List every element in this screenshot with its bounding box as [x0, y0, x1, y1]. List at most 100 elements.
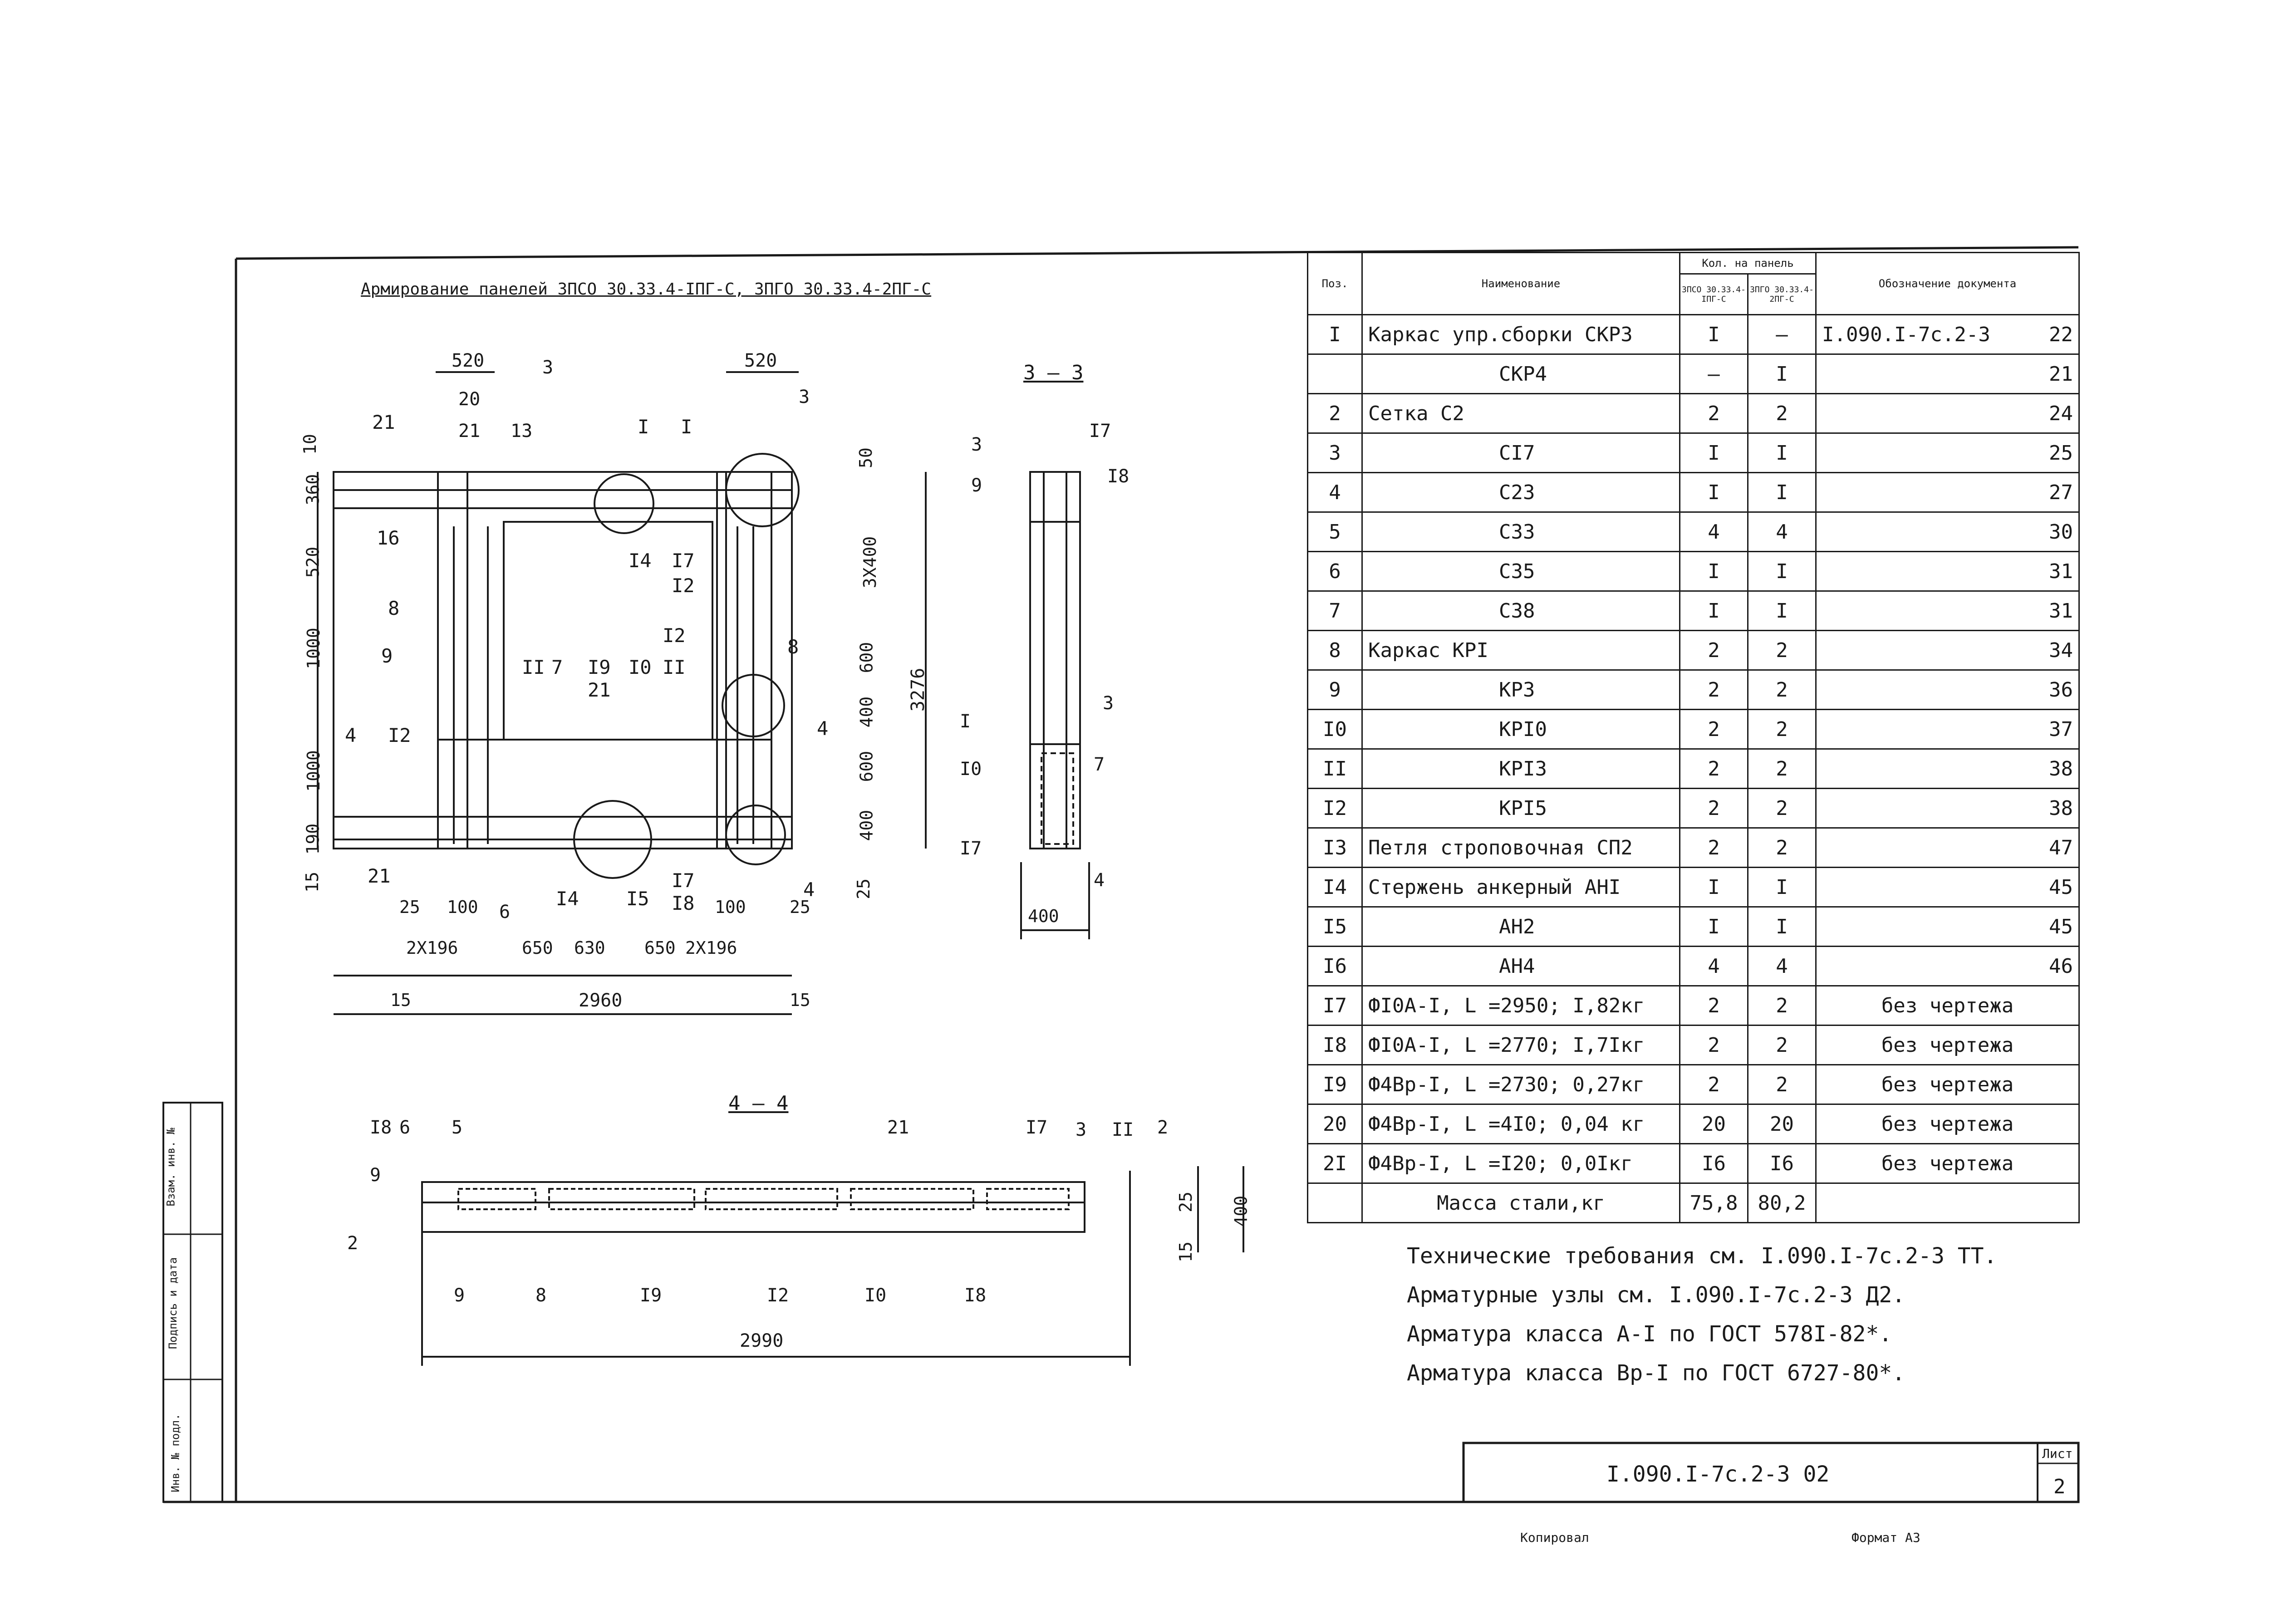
dim-overall-width: 2960	[579, 990, 623, 1011]
spec-qty2: 20	[1747, 1104, 1817, 1144]
callout: 20	[458, 389, 481, 410]
spec-name: КРI0	[1361, 709, 1680, 750]
spec-name: С23	[1361, 472, 1680, 513]
dim-right-50: 50	[855, 447, 876, 468]
dim-bottom-25-right: 25	[790, 897, 810, 917]
spec-qty1: –	[1679, 353, 1748, 394]
spec-doc-page: 31	[2049, 559, 2073, 583]
spec-qty1: I	[1679, 432, 1748, 473]
note-4: Арматура класса Вр-I по ГОСТ 6727-80*.	[1407, 1360, 1906, 1386]
spec-pos: 3	[1307, 432, 1363, 473]
spec-name: С35	[1361, 551, 1680, 592]
spec-qty1: I	[1679, 590, 1748, 631]
callout: 8	[535, 1285, 547, 1306]
spec-doc-page: 38	[2049, 796, 2073, 820]
spec-pos: 4	[1307, 472, 1363, 513]
callout: 3	[1076, 1119, 1087, 1140]
dim-top-520-left: 520	[452, 350, 485, 371]
spec-name: С38	[1361, 590, 1680, 631]
spec-doc: 25	[1815, 432, 2080, 473]
callout: 21	[372, 411, 395, 433]
spec-name: Ф4Вр-I, L =4I0; 0,04 кг	[1361, 1104, 1680, 1144]
spec-doc: без чертежа	[1815, 1104, 2080, 1144]
callout: 4	[345, 724, 357, 746]
total-row: Масса стали,кг 75,8 80,2	[1307, 1182, 2080, 1223]
callout: I7	[672, 869, 695, 892]
callout: I0	[864, 1285, 887, 1306]
spec-doc: 34	[1815, 630, 2080, 671]
dim-sec44-400: 400	[1231, 1195, 1251, 1227]
callout: 8	[787, 636, 799, 658]
spec-doc-code: без чертежа	[1881, 1152, 2014, 1175]
spec-qty2: 4	[1747, 511, 1817, 552]
callout: I	[638, 416, 649, 438]
dim-bottom-25-left: 25	[399, 897, 420, 917]
callout: II	[522, 656, 545, 678]
spec-name: КР3	[1361, 669, 1680, 710]
callout: 16	[377, 527, 400, 549]
spec-qty2: 2	[1747, 827, 1817, 868]
spec-doc: 45	[1815, 867, 2080, 908]
spec-qty2: I	[1747, 867, 1817, 908]
col-doc: Обозначение документа	[1815, 252, 2080, 315]
spec-qty1: I	[1679, 906, 1748, 947]
spec-qty1: I6	[1679, 1143, 1748, 1184]
callout: 3	[971, 434, 982, 455]
footer-copied: Копировал	[1520, 1530, 1589, 1545]
spec-pos: I9	[1307, 1064, 1363, 1105]
callout: I4	[629, 550, 652, 572]
spec-doc-page: 46	[2049, 954, 2073, 978]
callout: 3	[1103, 693, 1114, 714]
callout: I2	[767, 1285, 789, 1306]
dim-right-25: 25	[853, 878, 874, 899]
callout: 5	[452, 1117, 463, 1138]
spec-doc: 47	[1815, 827, 2080, 868]
callout: I0	[960, 759, 982, 780]
spec-doc: 38	[1815, 788, 2080, 829]
spec-pos: I7	[1307, 985, 1363, 1026]
dim-top-520-right: 520	[744, 350, 777, 371]
spec-qty2: 2	[1747, 393, 1817, 434]
spec-doc: 30	[1815, 511, 2080, 552]
callout: I9	[588, 656, 611, 678]
dim-bottom-100-right: 100	[715, 897, 746, 917]
spec-name: АН4	[1361, 946, 1680, 986]
spec-pos: II	[1307, 748, 1363, 789]
spec-qty1: 2	[1679, 393, 1748, 434]
spec-pos: I	[1307, 314, 1363, 355]
spec-qty1: 2	[1679, 669, 1748, 710]
callout: I2	[663, 624, 686, 647]
spec-doc-page: 22	[2049, 323, 2073, 346]
spec-qty2: I	[1747, 906, 1817, 947]
col-qty1: ЗПСО 30.33.4-IПГ-С	[1679, 273, 1748, 315]
callout: I4	[556, 888, 579, 910]
spec-pos: 5	[1307, 511, 1363, 552]
spec-doc: без чертежа	[1815, 1143, 2080, 1184]
callout: 21	[588, 679, 611, 701]
callout: I7	[1026, 1117, 1048, 1138]
callout: I8	[964, 1285, 987, 1306]
spec-pos: 9	[1307, 669, 1363, 710]
spec-name: СКР4	[1361, 353, 1680, 394]
spec-qty2: –	[1747, 314, 1817, 355]
dim-sec44-15: 15	[1175, 1241, 1196, 1262]
callout: 6	[399, 1117, 411, 1138]
spec-name: Ф4Вр-I, L =I20; 0,0Iкг	[1361, 1143, 1680, 1184]
spec-qty1: 2	[1679, 1025, 1748, 1065]
spec-qty2: I	[1747, 551, 1817, 592]
spec-doc-page: 34	[2049, 638, 2073, 662]
col-qty-group: Кол. на панель	[1679, 252, 1817, 275]
callout: 3	[542, 357, 554, 378]
spec-qty1: 20	[1679, 1104, 1748, 1144]
spec-qty1: 4	[1679, 946, 1748, 986]
spec-qty2: I	[1747, 472, 1817, 513]
spec-doc: 21	[1815, 353, 2080, 394]
